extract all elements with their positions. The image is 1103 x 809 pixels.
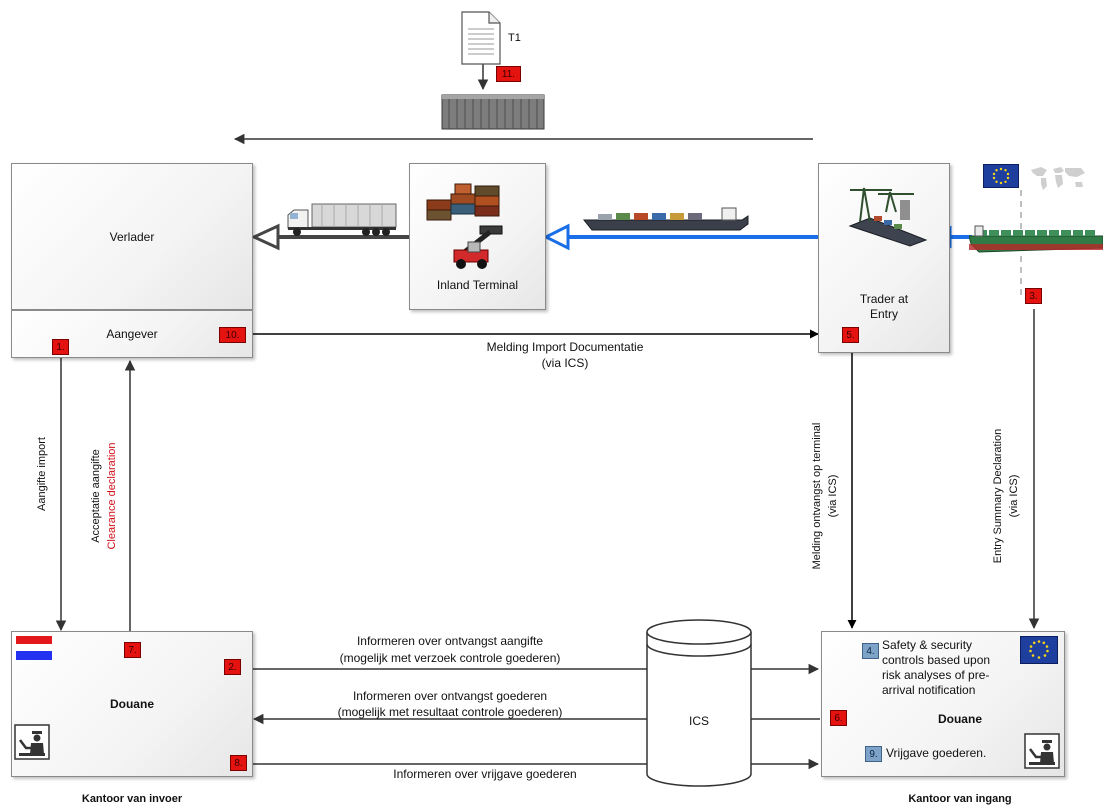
- badge-1: 1.: [52, 339, 69, 355]
- ics-label: ICS: [688, 714, 709, 728]
- safety-line-1: Safety & security: [882, 638, 973, 652]
- message-1-line1: Informeren over ontvangst aangifte: [356, 634, 544, 648]
- aangifte-import-label: Aangifte import: [36, 437, 48, 511]
- safety-line-4: arrival notification: [882, 683, 976, 697]
- badge-11: 11.: [496, 66, 521, 82]
- netherlands-flag-icon: [16, 636, 52, 663]
- containers-stack-icon: [426, 183, 500, 221]
- aangever-label: Aangever: [106, 327, 158, 341]
- barge-icon: [582, 207, 749, 231]
- badge-6: 6.: [830, 710, 847, 726]
- message-2-line1: Informeren over ontvangst goederen: [352, 689, 548, 703]
- container-ship-icon: [969, 225, 1103, 253]
- kantoor-ingang-caption: Kantoor van ingang: [908, 793, 1012, 805]
- melding-ontvangst-via-label: (via ICS): [827, 474, 839, 518]
- kantoor-invoer-caption: Kantoor van invoer: [81, 793, 183, 805]
- safety-text-block: Safety & security controls based upon ri…: [882, 638, 990, 698]
- truck-icon: [287, 203, 397, 236]
- message-2-line2: (mogelijk met resultaat controle goedere…: [337, 705, 563, 719]
- badge-4: 4.: [862, 643, 879, 659]
- eu-flag-icon: [983, 164, 1019, 188]
- reach-stacker-icon: [453, 225, 503, 269]
- melding-ontvangst-label: Melding ontvangst op terminal: [811, 422, 823, 570]
- clearance-label: Clearance declaration: [106, 442, 118, 550]
- document-label: T1: [508, 32, 521, 44]
- document-icon: [461, 11, 501, 65]
- badge-7: 7.: [124, 642, 141, 658]
- melding-import-label-line2: (via ICS): [541, 356, 589, 370]
- customs-officer-icon-2: [1024, 733, 1060, 769]
- acceptatie-label: Acceptatie aangifte: [90, 449, 102, 543]
- douane-ingang-title: Douane: [937, 712, 982, 726]
- inland-terminal-label: Inland Terminal: [436, 278, 519, 292]
- badge-8: 8.: [230, 755, 247, 771]
- eu-flag-icon-2: [1020, 636, 1058, 664]
- customs-officer-icon: [14, 724, 50, 760]
- douane-invoer-title: Douane: [109, 697, 154, 711]
- ics-database-icon: [646, 619, 752, 787]
- badge-2: 2.: [224, 659, 241, 675]
- entry-summary-label: Entry Summary Declaration: [992, 428, 1004, 564]
- aangever-box: [11, 310, 253, 358]
- inland-terminal-box: [409, 163, 546, 310]
- badge-10: 10.: [219, 327, 246, 343]
- message-1-line2: (mogelijk met verzoek controle goederen): [339, 651, 561, 665]
- trader-label-line2: Entry: [869, 307, 898, 321]
- verlader-box: [11, 163, 253, 310]
- badge-3: 3.: [1025, 288, 1042, 304]
- trader-label-line1: Trader at: [859, 292, 909, 306]
- badge-5: 5.: [842, 327, 859, 343]
- vrijgave-label: Vrijgave goederen.: [886, 746, 987, 760]
- badge-9: 9.: [865, 746, 882, 762]
- safety-line-3: risk analyses of pre-: [882, 668, 990, 682]
- entry-summary-via-label: (via ICS): [1008, 474, 1020, 518]
- world-map-icon: [1031, 167, 1085, 190]
- port-crane-ship-icon: [848, 187, 928, 247]
- message-3-label: Informeren over vrijgave goederen: [393, 767, 577, 781]
- melding-import-label-line1: Melding Import Documentatie: [486, 340, 644, 354]
- container-icon: [441, 94, 545, 130]
- verlader-label: Verlader: [109, 230, 155, 244]
- safety-line-2: controls based upon: [882, 653, 991, 667]
